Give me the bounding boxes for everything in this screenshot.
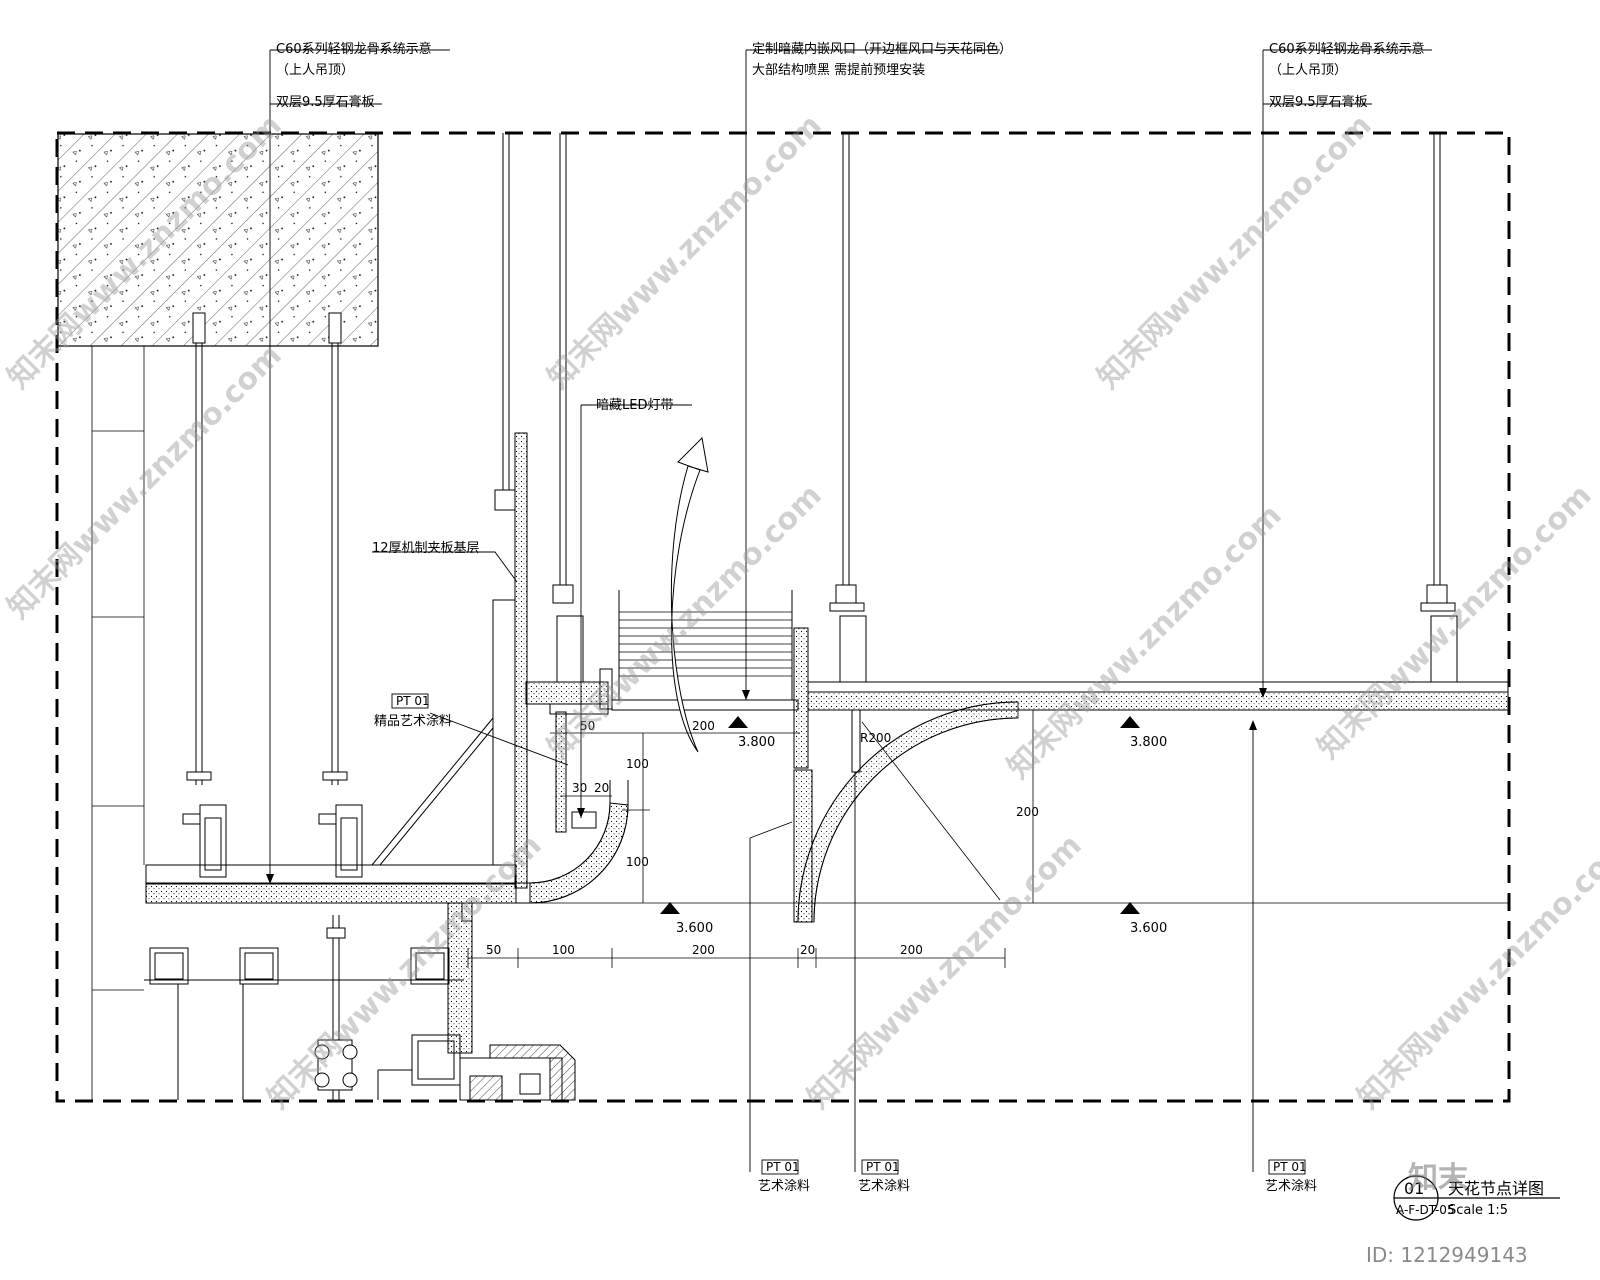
detail-number: 01 xyxy=(1404,1179,1424,1198)
paint-tag-left: PT 01 精品艺术涂料 xyxy=(374,693,452,729)
paint-b2-label: 艺术涂料 xyxy=(858,1178,910,1194)
c60-right-label: C60系列轻钢龙骨系统示意 xyxy=(1269,41,1425,57)
detail-title: 天花节点详图 xyxy=(1448,1179,1544,1198)
logo-stamp: 知末 xyxy=(1408,1161,1468,1196)
watermark-8: 知末网www.znzmo.com xyxy=(261,828,549,1116)
left-wall xyxy=(91,346,145,1100)
c60-left-label: C60系列轻钢龙骨系统示意 xyxy=(276,41,432,57)
paint-tag-b3-code: PT 01 xyxy=(1273,1160,1307,1174)
dim-top-200: 200 xyxy=(692,719,715,733)
dim-bot-200a: 200 xyxy=(692,943,715,957)
dim-bot-200b: 200 xyxy=(900,943,923,957)
sheet-ref: A-F-DT-05 xyxy=(1396,1203,1455,1217)
leader-arrows xyxy=(266,688,1267,884)
led-strip-label: 暗藏LED灯带 xyxy=(596,398,673,413)
elevation-3800-a: 3.800 xyxy=(738,735,775,750)
paint-tag-b1-code: PT 01 xyxy=(766,1160,800,1174)
dim-h-20: 20 xyxy=(594,781,609,795)
paint-tag-b2-code: PT 01 xyxy=(866,1160,900,1174)
watermark-3: 知末网www.znzmo.com xyxy=(1091,108,1379,396)
elevation-3800-b: 3.800 xyxy=(1130,735,1167,750)
vent-assembly xyxy=(525,133,809,769)
watermark-9: 知末网www.znzmo.com xyxy=(801,828,1089,1116)
watermark-2: 知末网www.znzmo.com xyxy=(541,108,829,396)
dim-top-50: 50 xyxy=(580,719,595,733)
hanger-rods-left xyxy=(182,312,363,878)
paint-left-label: 精品艺术涂料 xyxy=(374,713,452,729)
c60-right-sub: （上人吊顶） xyxy=(1269,63,1347,78)
dim-v-100b: 100 xyxy=(626,855,649,869)
lower-structure xyxy=(144,902,576,1101)
dim-h-30: 30 xyxy=(572,781,587,795)
detail-scale: Scale 1:5 xyxy=(1448,1203,1508,1218)
elevation-3600-a: 3.600 xyxy=(676,921,713,936)
paint-tag-left-code: PT 01 xyxy=(396,694,430,708)
dim-radius: R200 xyxy=(860,731,891,745)
gypsum-board-left xyxy=(145,864,1509,904)
title-block: 01 A-F-DT-05 天花节点详图 Scale 1:5 xyxy=(1393,1175,1560,1221)
paint-tag-b1: PT 01 艺术涂料 xyxy=(758,1159,810,1194)
paint-b1-label: 艺术涂料 xyxy=(758,1178,810,1194)
c60-left-sub: （上人吊顶） xyxy=(276,63,354,78)
hanger-rods-right xyxy=(829,133,1458,683)
vertical-board-frame xyxy=(371,133,629,904)
leader-lines xyxy=(269,49,1432,1172)
watermark-10: 知末网www.znzmo.com xyxy=(1351,828,1600,1116)
paint-tag-b2: PT 01 艺术涂料 xyxy=(858,1159,910,1194)
vent-label: 定制暗藏内嵌风口（开边框风口与天花同色） xyxy=(752,41,1012,57)
dim-bot-50: 50 xyxy=(486,943,501,957)
gypsum-board-right xyxy=(793,681,1509,923)
dim-bot-100: 100 xyxy=(552,943,575,957)
drawing-border xyxy=(55,131,1511,1103)
dim-v-200: 200 xyxy=(1016,805,1039,819)
concrete-slab xyxy=(57,133,379,347)
sound-layer-label: 12厚机制夹板基层 xyxy=(372,541,480,556)
dim-bot-20: 20 xyxy=(800,943,815,957)
dim-v-100a: 100 xyxy=(626,757,649,771)
paint-tag-b3: PT 01 艺术涂料 xyxy=(1265,1159,1317,1194)
elevation-3600-b: 3.600 xyxy=(1130,921,1167,936)
image-id: ID: 1212949143 xyxy=(1366,1243,1528,1267)
board-left-label: 双层9.5厚石膏板 xyxy=(276,94,375,110)
dimension-lines xyxy=(467,710,1034,968)
watermark-4: 知末网www.znzmo.com xyxy=(1,338,289,626)
elevation-markers xyxy=(660,716,1140,914)
paint-b3-label: 艺术涂料 xyxy=(1265,1178,1317,1194)
vent-sub: 大部结构喷黑 需提前预埋安装 xyxy=(752,62,925,78)
watermark-7: 知末网www.znzmo.com xyxy=(1311,478,1599,766)
board-right-label: 双层9.5厚石膏板 xyxy=(1269,94,1368,110)
